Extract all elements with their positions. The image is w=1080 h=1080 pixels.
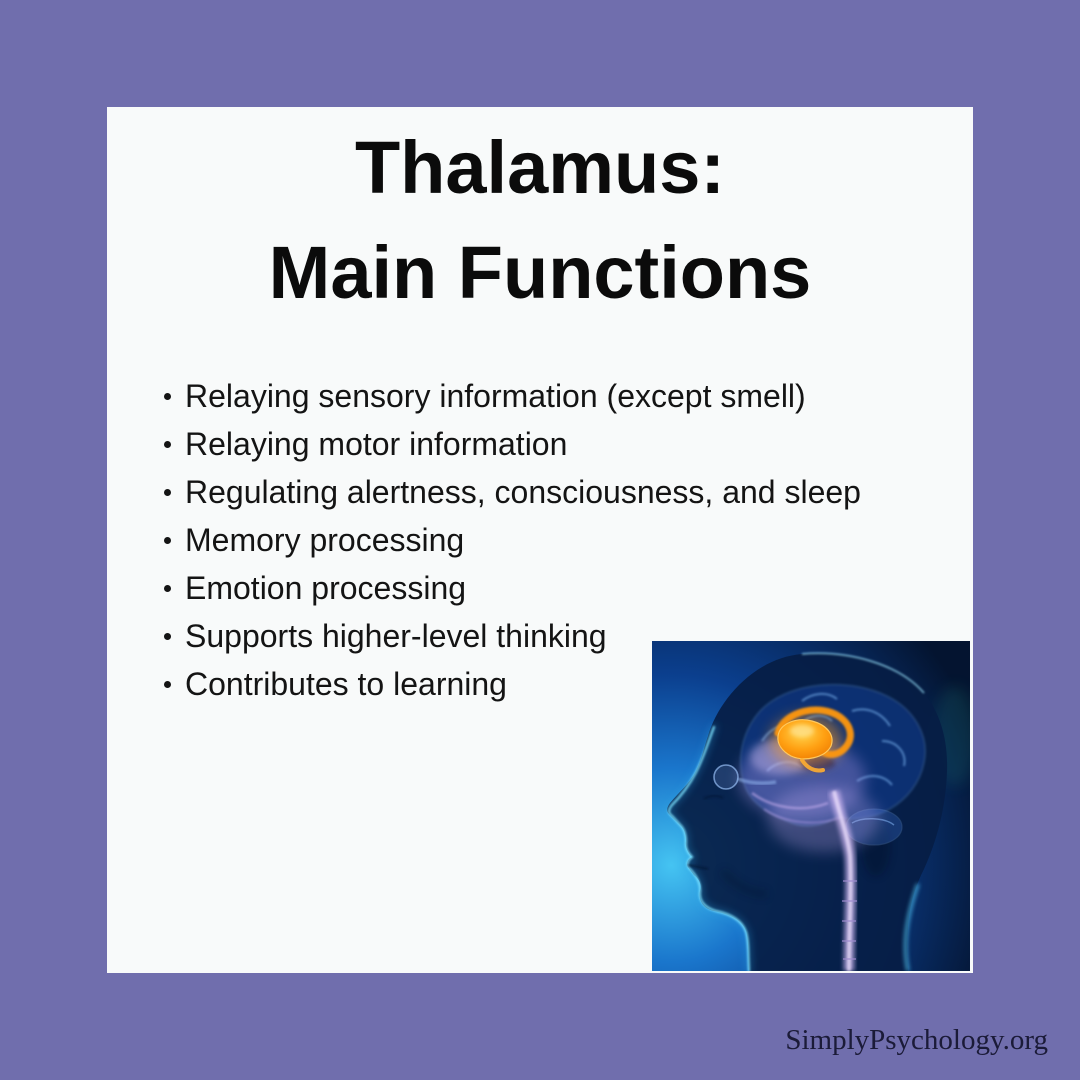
list-item: Relaying sensory information (except sme…: [107, 372, 973, 420]
page-title: Thalamus: Main Functions: [107, 107, 973, 325]
list-item: Memory processing: [107, 516, 973, 564]
list-item: Regulating alertness, consciousness, and…: [107, 468, 973, 516]
content-card: Thalamus: Main Functions Relaying sensor…: [107, 107, 973, 973]
list-item: Emotion processing: [107, 564, 973, 612]
list-item: Supports higher-level thinking: [107, 612, 973, 660]
title-line-1: Thalamus:: [354, 126, 726, 209]
list-item: Relaying motor information: [107, 420, 973, 468]
brain-scan-illustration: [652, 641, 970, 971]
thalamus-highlight: [770, 706, 854, 773]
neck-rim-light: [904, 883, 920, 971]
thalamus-brain-image: [652, 641, 970, 971]
functions-list: Relaying sensory information (except sme…: [107, 372, 973, 708]
list-item: Contributes to learning: [107, 660, 973, 708]
site-credit: SimplyPsychology.org: [785, 1024, 1048, 1056]
title-line-2: Main Functions: [268, 231, 812, 314]
brainstem-spine: [828, 789, 857, 971]
eye-optic-nerve: [713, 764, 777, 790]
